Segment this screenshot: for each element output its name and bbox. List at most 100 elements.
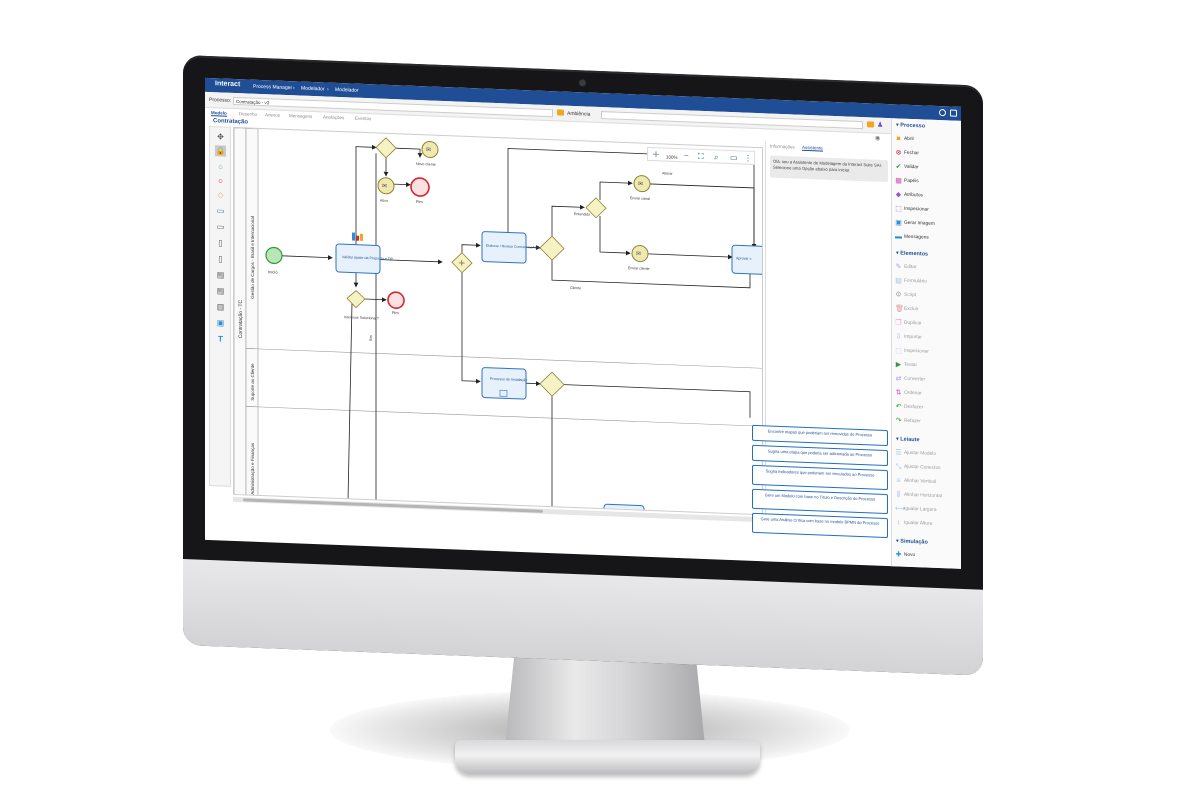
end-event-tool-icon[interactable]: ○	[218, 176, 223, 186]
menu-mensagens[interactable]: ▬Mensagens	[895, 233, 929, 240]
menu-abrir[interactable]: ■Abrir	[896, 135, 914, 142]
suggestion-button[interactable]: Gere um Modelo com base no Título e Desc…	[752, 488, 888, 515]
start-event[interactable]	[265, 246, 283, 265]
end-event[interactable]	[387, 291, 405, 309]
sequence-flow[interactable]	[650, 183, 755, 248]
sequence-flow[interactable]	[461, 242, 481, 254]
sequence-flow[interactable]	[599, 180, 633, 201]
sequence-flow[interactable]	[396, 147, 423, 158]
menu-testar[interactable]: ▶Testar	[896, 361, 917, 368]
image-tool-icon[interactable]: ▣	[216, 318, 225, 328]
menu-script[interactable]: ⚙Script	[895, 291, 916, 298]
tab-informacoes[interactable]: Informações	[770, 143, 795, 150]
task-aprovar[interactable]	[731, 244, 763, 275]
section-simulacao[interactable]: ▾ Simulação	[896, 538, 928, 546]
menu-gerar-imagem[interactable]: ▣Gerar Imagem	[895, 219, 935, 227]
menu-igualar-altura[interactable]: ↕Igualar Altura	[897, 519, 933, 526]
sequence-flow[interactable]	[355, 144, 377, 252]
gateway-parallel[interactable]	[451, 252, 473, 274]
menu-duplicar[interactable]: ❐Duplicar	[895, 319, 921, 326]
menu-ajustar-modelo[interactable]: ☰Ajustar Modelo	[895, 449, 936, 457]
group-tool-icon[interactable]: ▥	[216, 302, 225, 312]
sequence-flow[interactable]	[380, 259, 443, 265]
suggestion-button[interactable]: Sugira indicadores que poderiam ser vinc…	[752, 464, 888, 491]
tab-anexos[interactable]: Anexos	[265, 112, 281, 118]
gateway-exclusive[interactable]	[375, 137, 397, 159]
start-event-tool-icon[interactable]: ○	[218, 162, 223, 172]
sequence-flow[interactable]	[394, 182, 411, 187]
menu-igualar-largura[interactable]: ⟷Igualar Largura	[895, 505, 937, 513]
gateway-interest[interactable]	[346, 290, 366, 309]
menu-fechar[interactable]: ⊗Fechar	[896, 149, 919, 156]
menu-novo[interactable]: ✚Novo	[896, 551, 916, 558]
zoom-in-icon[interactable]: ＋	[652, 150, 660, 160]
menu-ordenar[interactable]: ⇅Ordenar	[896, 389, 922, 396]
task-elaborar[interactable]	[481, 231, 527, 264]
folder-open-icon[interactable]	[867, 121, 874, 128]
menu-atributos[interactable]: ◆Atributos	[896, 191, 923, 198]
sequence-flow[interactable]	[365, 297, 387, 303]
task-processo-instalacao[interactable]	[481, 367, 527, 400]
search-icon[interactable]: ⌕	[714, 152, 719, 162]
pool-tool-icon[interactable]: ▤	[216, 270, 225, 280]
message-event[interactable]	[421, 140, 439, 158]
data-store-tool-icon[interactable]: ▯	[218, 254, 223, 264]
menu-alinhar-horizontal[interactable]: ⫼Alinhar Horizontal	[897, 491, 942, 499]
menu-formulario[interactable]: ▤Formulário	[895, 277, 927, 284]
tab-anotacoes[interactable]: Anotações	[323, 114, 345, 121]
more-icon[interactable]: ⋮	[744, 153, 752, 163]
message-event[interactable]	[377, 177, 395, 195]
tab-eventos[interactable]: Eventos	[355, 115, 372, 122]
lock-icon[interactable]: 🔒	[215, 145, 226, 157]
subprocess-tool-icon[interactable]: ▭	[216, 222, 225, 232]
task-validate[interactable]	[335, 243, 381, 274]
sequence-flow[interactable]	[282, 255, 333, 260]
folder-icon[interactable]	[557, 109, 564, 116]
suggestion-button[interactable]: Gere uma Análise Crítica com base no mod…	[752, 512, 888, 539]
menu-converter[interactable]: ⇄Converter	[896, 375, 926, 382]
data-object-tool-icon[interactable]: ▯	[218, 238, 223, 248]
menu-inspecionar-el[interactable]: ⬚Inspecionar	[895, 347, 929, 354]
sequence-flow[interactable]	[507, 148, 757, 249]
lane-tool-icon[interactable]: ▤	[216, 286, 225, 296]
menu-inspecionar[interactable]: ⬚Inspecionar	[895, 205, 929, 212]
sequence-flow[interactable]	[551, 260, 751, 289]
fullscreen-icon[interactable]	[950, 109, 957, 117]
suggestion-button[interactable]: Sugira uma etapa que poderia ser adicion…	[752, 444, 888, 467]
text-tool-icon[interactable]: T	[218, 334, 223, 344]
menu-editar[interactable]: ✎Editar	[896, 263, 917, 270]
menu-refazer[interactable]: ↷Refazer	[896, 417, 921, 424]
tab-mensagens[interactable]: Mensagens	[289, 113, 313, 119]
section-processo[interactable]: ▾ Processo	[896, 122, 926, 130]
menu-excluir[interactable]: 🗑Excluir	[895, 305, 918, 312]
message-event[interactable]	[633, 175, 651, 193]
sequence-flow[interactable]	[551, 204, 585, 237]
gateway-exclusive[interactable]	[539, 235, 565, 261]
menu-validar[interactable]: ✔Validar	[896, 163, 919, 170]
sequence-flow[interactable]	[599, 216, 631, 256]
menu-alinhar-vertical[interactable]: ≡Alinhar Vertical	[896, 477, 936, 485]
menu-ajustar-conectos[interactable]: ⤡Ajustar Conectos	[896, 463, 941, 471]
tab-desenho[interactable]: Desenho	[239, 111, 258, 117]
section-leiaute[interactable]: ▾ Leiaute	[896, 436, 920, 444]
view-toggle-icon[interactable]: ◉	[875, 135, 881, 142]
menu-desfazer[interactable]: ↶Desfazer	[896, 403, 924, 410]
help-icon[interactable]	[939, 109, 946, 117]
fit-screen-icon[interactable]: ⛶	[698, 151, 704, 161]
gateway-entendido[interactable]	[585, 197, 607, 219]
gateway-exclusive[interactable]	[539, 371, 565, 397]
breadcrumb-item[interactable]: Modelador	[301, 85, 325, 92]
sequence-flow[interactable]	[564, 384, 751, 418]
sequence-flow[interactable]	[648, 253, 733, 260]
menu-importar[interactable]: ⇩Importar	[896, 333, 922, 340]
sequence-flow[interactable]	[526, 381, 541, 386]
end-event[interactable]	[410, 177, 430, 197]
tab-assistente[interactable]: Assistente	[802, 144, 823, 152]
menu-papeis[interactable]: ▦Papéis	[895, 177, 918, 184]
sequence-flow[interactable]	[461, 272, 481, 384]
task-tool-icon[interactable]: ▭	[216, 206, 225, 216]
bpmn-canvas[interactable]: Contratação - TC Gestão de Cargos - Bras…	[233, 126, 763, 516]
breadcrumb-item[interactable]: Process Manager	[253, 83, 293, 91]
keyboard-icon[interactable]: ▭	[730, 153, 738, 163]
tab-modelo[interactable]: Modelo	[211, 110, 227, 117]
